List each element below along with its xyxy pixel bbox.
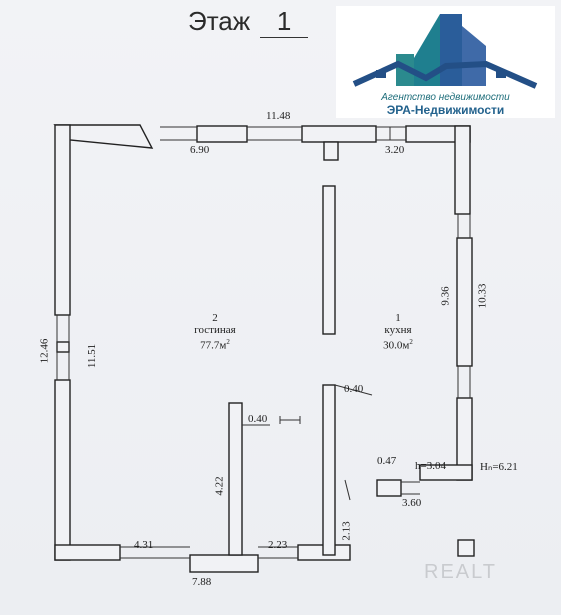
room-living-id: 2 [212,312,218,324]
dim-partition-top: 0.40 [344,383,364,395]
wall-bottom-left [54,544,121,561]
floor-label: Этаж [188,6,251,36]
room-kitchen-area: 30.0м [383,339,410,352]
dim-hn-value: Hₙ=6.21 [480,461,518,473]
wall-right-bottom [419,464,473,481]
room-living-area-unit: 2 [226,338,230,346]
wall-left-pier [56,341,70,353]
agency-logo: Агентство недвижимости ЭРА-Недвижимости [336,6,555,118]
floor-title: Этаж 1 [188,6,309,38]
wall-left-lower [54,379,71,561]
realt-watermark: REALT [424,561,497,583]
room-kitchen-area-unit: 2 [409,338,413,346]
wall-top-left-corner [54,124,71,316]
partition-inner-left [228,402,243,556]
dim-inner-wall-height: 4.22 [213,476,226,496]
building-logo-icon [352,14,538,89]
dim-h-value: h=3.04 [415,460,446,472]
partition-center-upper [322,185,336,335]
wall-right-mid [456,237,473,367]
dim-right-bottom: 2.13 [340,521,353,541]
partition-center-lower [322,384,336,556]
room-living-name: гостиная [194,324,236,336]
room-kitchen-id: 1 [395,312,401,324]
dim-top-total: 11.48 [266,110,291,122]
floor-number: 1 [260,6,309,38]
dim-step-depth: 3.60 [402,497,422,509]
dim-right-outer: 10.33 [476,283,489,309]
dim-left-inner: 11.51 [86,343,99,369]
dim-top-left: 6.90 [190,144,210,156]
step-block [376,479,402,497]
pillar-square [457,539,475,557]
dim-right-inner: 9.36 [439,286,452,306]
dim-bottom-left: 4.31 [134,539,154,551]
dim-bottom-right: 2.23 [268,539,288,551]
wall-top-mid [196,125,248,143]
logo-brand: ЭРА-Недвижимости [386,103,505,117]
wall-right-upper [454,125,471,215]
dim-bottom-total: 7.88 [192,576,212,588]
dim-left-outer: 12.46 [38,338,51,364]
room-kitchen: 1 кухня 30.0м2 [368,312,428,352]
room-living-area: 77.7м [200,339,227,352]
wall-bottom-mid [189,554,259,573]
room-kitchen-name: кухня [384,324,412,336]
wall-top-notch [323,141,339,161]
logo-tagline: Агентство недвижимости [381,92,510,103]
dim-step-width: 0.47 [377,455,397,467]
dim-top-right: 3.20 [385,144,405,156]
wall-top-center [301,125,377,143]
room-living: 2 гостиная 77.7м2 [175,312,255,352]
dim-partition-mid: 0.40 [248,413,268,425]
